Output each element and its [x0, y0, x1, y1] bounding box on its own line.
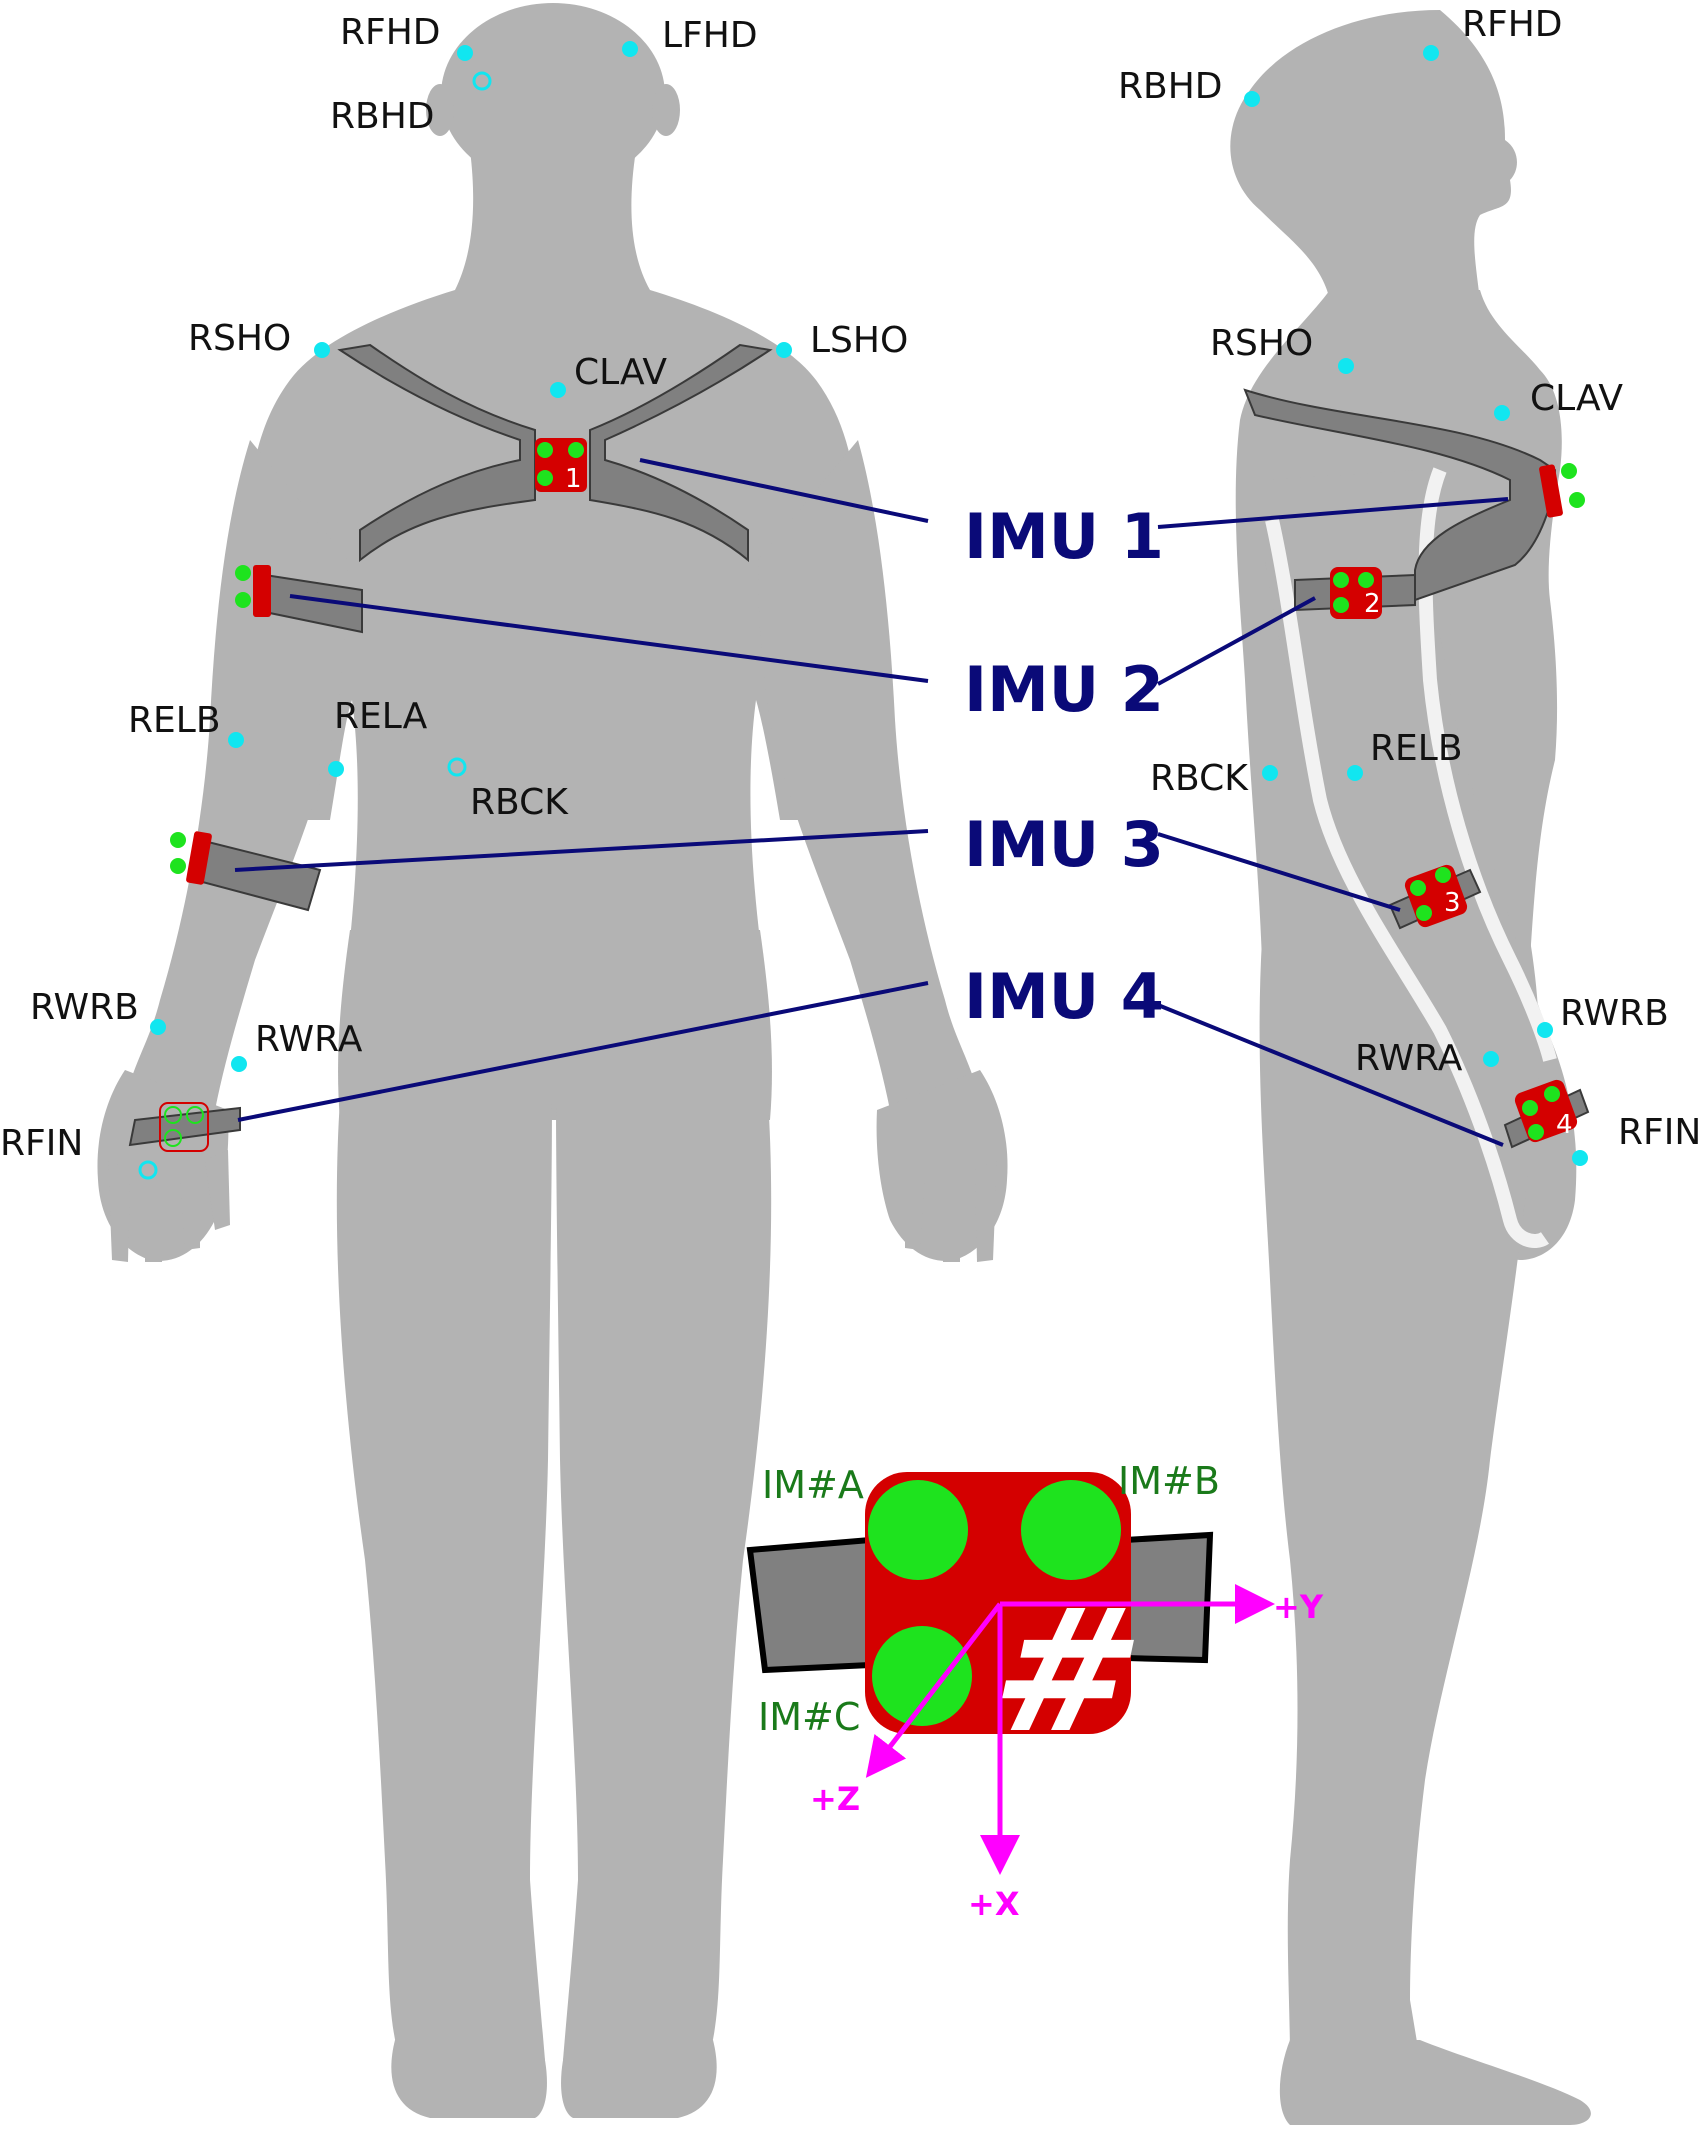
marker-side-clav	[1494, 405, 1510, 421]
marker-front-relb	[228, 732, 244, 748]
marker-side-rsho	[1338, 358, 1354, 374]
label-side-rbck: RBCK	[1150, 758, 1249, 799]
marker-side-rfin	[1572, 1150, 1588, 1166]
side-imu1-sensor	[1539, 463, 1585, 518]
axis-x-label: +X	[968, 1885, 1020, 1923]
imu1-label: IMU 1	[964, 500, 1164, 573]
marker-side-rwra	[1483, 1051, 1499, 1067]
marker-front-lfhd	[622, 41, 638, 57]
label-side-rbhd: RBHD	[1118, 66, 1223, 107]
marker-front-rwra	[231, 1056, 247, 1072]
front-wrist-strap	[128, 1106, 241, 1147]
label-front-clav: CLAV	[574, 352, 667, 393]
front-imu1-sensor: 1	[535, 438, 587, 494]
marker-front-clav	[550, 382, 566, 398]
cluster-axes	[865, 1584, 1275, 1875]
label-front-lsho: LSHO	[810, 320, 908, 361]
marker-front-rela	[328, 761, 344, 777]
cluster-marker-a	[868, 1480, 968, 1580]
side-markers	[1244, 45, 1588, 1166]
label-side-clav: CLAV	[1530, 378, 1623, 419]
marker-front-lsho	[776, 342, 792, 358]
label-front-rsho: RSHO	[188, 318, 291, 359]
label-side-relb: RELB	[1370, 728, 1463, 769]
side-imu2-number: 2	[1364, 589, 1381, 619]
imu2-label: IMU 2	[964, 653, 1164, 726]
front-body-silhouette	[97, 3, 1008, 2118]
label-front-rfhd: RFHD	[340, 12, 441, 53]
marker-side-rbck	[1262, 765, 1278, 781]
front-marker-labels: RFHD LFHD RBHD RSHO LSHO CLAV RELB RELA …	[0, 12, 908, 1164]
marker-front-rfin	[138, 1160, 158, 1180]
marker-front-rfhd	[457, 45, 473, 61]
label-front-lfhd: LFHD	[662, 15, 758, 56]
imu-labels: IMU 1 IMU 2 IMU 3 IMU 4	[964, 500, 1164, 1033]
side-imu3-sensor: 3	[1404, 864, 1468, 928]
marker-side-rfhd	[1423, 45, 1439, 61]
marker-front-rwrb	[150, 1019, 166, 1035]
cluster-marker-b	[1021, 1480, 1121, 1580]
axis-z-label: +Z	[810, 1780, 860, 1818]
side-arm-outline-back	[1265, 518, 1550, 1248]
imu-leader-lines	[234, 458, 1509, 1147]
label-side-rwrb: RWRB	[1560, 993, 1669, 1034]
marker-side-rwrb	[1537, 1022, 1553, 1038]
cluster-strap-left	[746, 1536, 873, 1674]
label-side-rfhd: RFHD	[1462, 4, 1563, 45]
front-imu1-number: 1	[565, 464, 582, 494]
cluster-label-b: IM#B	[1118, 1459, 1220, 1503]
front-imu2-sensor	[235, 565, 271, 617]
marker-front-rbhd	[472, 71, 492, 91]
cluster-label-a: IM#A	[762, 1463, 864, 1507]
cluster-marker-c	[872, 1626, 972, 1726]
axis-z-arrow	[865, 1602, 1002, 1778]
side-imu2-sensor: 2	[1330, 567, 1382, 619]
label-side-rwra: RWRA	[1355, 1038, 1463, 1079]
front-imu3-sensor	[170, 831, 212, 885]
imu3-label: IMU 3	[964, 808, 1164, 881]
label-front-rwra: RWRA	[255, 1019, 363, 1060]
marker-front-rbck	[447, 757, 467, 777]
label-front-rwrb: RWRB	[30, 987, 139, 1028]
front-chest-harness	[337, 343, 773, 563]
label-side-rsho: RSHO	[1210, 323, 1313, 364]
side-marker-labels: RFHD RBHD RSHO CLAV RBCK RELB RWRB RWRA …	[1118, 4, 1700, 1153]
side-imu4-number: 4	[1556, 1110, 1573, 1140]
marker-side-rbhd	[1244, 91, 1260, 107]
label-front-rfin: RFIN	[0, 1123, 83, 1164]
imu-cluster-detail: # IM#A IM#B IM#C +Y +Z +X	[746, 1459, 1324, 1923]
label-front-rela: RELA	[334, 696, 428, 737]
label-front-relb: RELB	[128, 700, 221, 741]
label-front-rbhd: RBHD	[330, 96, 435, 137]
marker-front-rsho	[314, 342, 330, 358]
imu4-label: IMU 4	[964, 960, 1164, 1033]
label-side-rfin: RFIN	[1618, 1112, 1700, 1153]
marker-side-relb	[1347, 765, 1363, 781]
axis-y-label: +Y	[1273, 1588, 1324, 1626]
front-markers	[138, 41, 792, 1180]
cluster-label-c: IM#C	[758, 1695, 860, 1739]
side-imu3-number: 3	[1444, 888, 1461, 918]
side-imu4-sensor: 4	[1514, 1079, 1578, 1143]
label-front-rbck: RBCK	[470, 782, 569, 823]
front-imu4-sensor-hidden	[159, 1102, 209, 1152]
